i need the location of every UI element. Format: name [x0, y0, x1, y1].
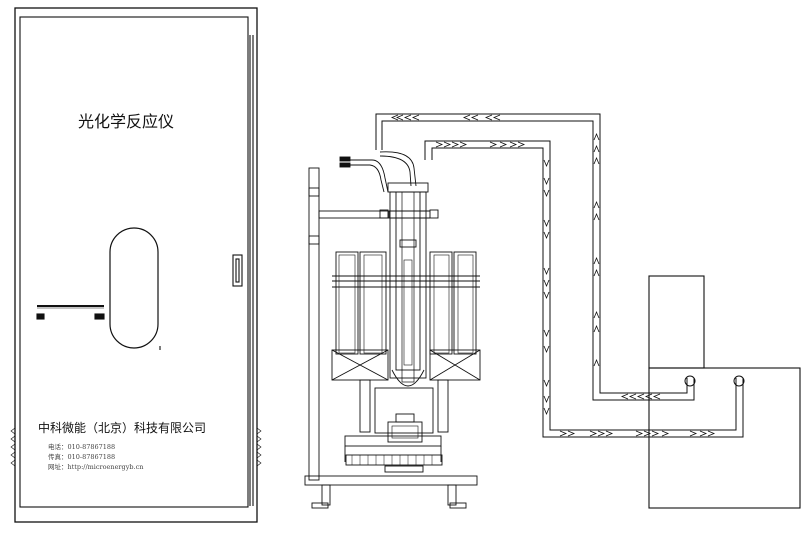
supply-line-outer: [424, 140, 737, 431]
support-pole: [308, 167, 320, 481]
contact-fax-label: 传真：: [48, 452, 68, 461]
door-handle: [232, 254, 243, 287]
coolant-tubing: [375, 113, 745, 438]
flow-arrows-supply-down: [543, 159, 550, 416]
chiller-tower: [648, 275, 705, 369]
viewing-window: [109, 227, 159, 349]
cabinet-frame: [14, 7, 258, 523]
flow-arrows-supply-top: [435, 141, 526, 148]
return-line-inner: [381, 120, 695, 401]
lamp-bottom: [391, 369, 425, 387]
reactor-apparatus: [304, 151, 481, 509]
svg-text:电话：010-87867188: 电话：010-87867188: [48, 442, 115, 451]
latch-block-right: [94, 313, 105, 320]
cabinet-title: 光化学反应仪: [78, 112, 174, 131]
flow-arrows-return-bottom: [620, 393, 661, 400]
cooling-block-left: [331, 349, 389, 381]
chiller-tank: [648, 367, 801, 509]
svg-text:网址：http://microenergyb.cn: 网址：http://microenergyb.cn: [48, 462, 143, 471]
pole-clamp-mid: [308, 235, 320, 245]
lamp-bulb: [403, 259, 413, 366]
supply-line-inner: [431, 147, 744, 438]
electrode-wires: [339, 151, 417, 193]
arrow-down-icon: [543, 159, 550, 168]
gear-plate: [345, 454, 443, 466]
side-vents-right: [256, 427, 262, 467]
contact-phone-value: 010-87867188: [68, 443, 116, 451]
arrow-up-icon: [593, 132, 600, 141]
base-plate: [304, 475, 478, 486]
cooling-block-right: [429, 349, 481, 381]
flow-arrows-return-top: [390, 114, 501, 121]
contact-web-value: http://microenergyb.cn: [68, 463, 144, 471]
flow-arrows-supply-bottom: [559, 430, 716, 437]
motor-housing: [374, 387, 434, 434]
door-handle-inner: [235, 258, 240, 283]
company-name: 中科微能（北京）科技有限公司: [38, 420, 206, 435]
support-arm: [318, 210, 390, 219]
return-line-outer: [375, 113, 688, 394]
contact-fax-value: 010-87867188: [68, 453, 116, 461]
latch-block-left: [36, 313, 45, 320]
contact-phone-label: 电话：: [48, 442, 68, 451]
side-vents-left: [10, 427, 16, 467]
cabinet: 光化学反应仪 中科微能（北京）科技有限公司 电话：010-87867188 传真…: [10, 7, 262, 523]
contact-web-label: 网址：: [48, 462, 68, 471]
lamp-top-cap: [387, 182, 429, 193]
reaction-tubes: [335, 251, 477, 355]
flow-arrows-return-up: [593, 132, 600, 367]
cabinet-door: [19, 16, 249, 508]
lamp-outer-tube: [389, 191, 427, 379]
arrow-right-icon: [435, 141, 444, 148]
stir-motor: [387, 421, 423, 443]
contact-info: 电话：010-87867188 传真：010-87867188 网址：http:…: [48, 442, 143, 471]
pole-clamp-top: [308, 187, 320, 197]
chiller-unit: [648, 275, 801, 509]
arrow-left-icon: [390, 114, 399, 121]
svg-text:传真：010-87867188: 传真：010-87867188: [48, 452, 115, 461]
